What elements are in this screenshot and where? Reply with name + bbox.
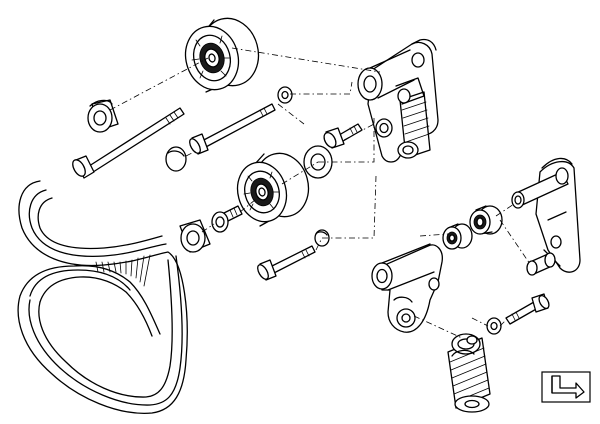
needle-bearing-right[interactable] — [469, 205, 503, 235]
hydraulic-damper[interactable] — [447, 333, 491, 413]
ribbed-v-belt[interactable] — [17, 180, 188, 414]
damper-washer[interactable] — [486, 317, 502, 335]
tensioner-arm[interactable] — [371, 243, 443, 333]
lower-bolt[interactable] — [256, 245, 316, 281]
upper-cover-disc[interactable] — [165, 146, 187, 172]
middle-idler-pulley[interactable] — [231, 147, 315, 227]
belt-tensioner-assembly[interactable] — [357, 38, 439, 163]
damper-bolt[interactable] — [505, 293, 551, 325]
needle-bearing-left[interactable] — [442, 223, 473, 250]
tensioner-bracket[interactable] — [511, 157, 581, 273]
bracket-bushing[interactable] — [526, 252, 556, 276]
return-arrow-icon — [551, 375, 585, 399]
return-arrow-button[interactable] — [541, 371, 591, 403]
upper-washer[interactable] — [277, 86, 293, 104]
upper-short-bolt[interactable] — [188, 103, 276, 155]
lower-pulley-cap[interactable] — [179, 219, 211, 253]
upper-idler-pulley[interactable] — [179, 12, 266, 96]
assembly-lines — [109, 47, 531, 339]
spacer-bolt[interactable] — [211, 205, 243, 233]
upper-pulley-cap[interactable] — [87, 99, 119, 133]
flange-bolt[interactable] — [322, 123, 363, 149]
upper-long-bolt[interactable] — [70, 107, 185, 179]
